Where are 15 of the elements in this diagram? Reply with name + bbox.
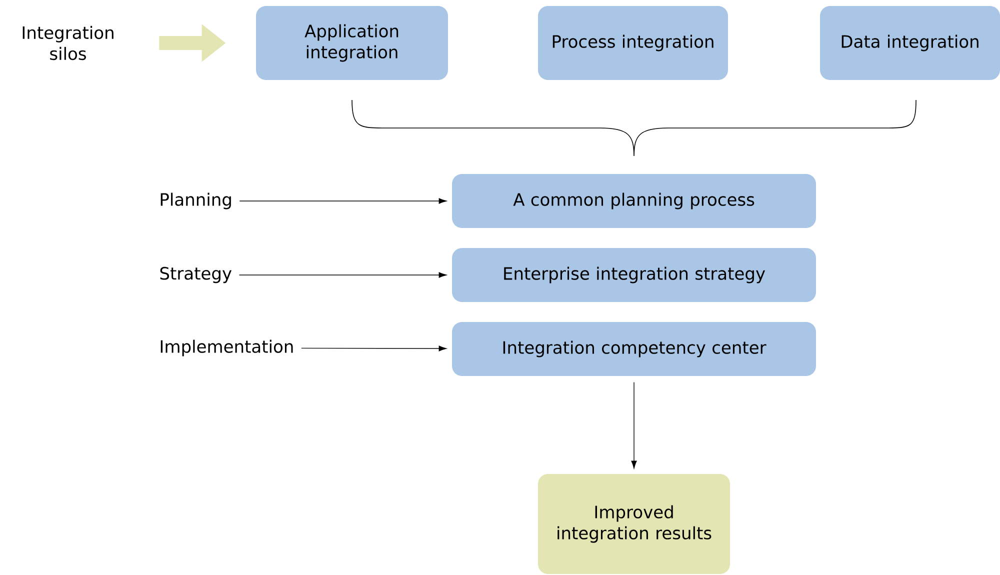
result-box: Improved integration results — [538, 474, 730, 574]
process-box: A common planning process — [452, 174, 816, 228]
arrow — [301, 346, 447, 352]
row-label: Integration silos — [22, 26, 114, 60]
process-box: Data integration — [820, 6, 1000, 80]
process-box: Application integration — [256, 6, 448, 80]
arrow — [631, 382, 637, 469]
row-label: Strategy — [160, 266, 232, 284]
process-box: Process integration — [538, 6, 728, 80]
row-label: Planning — [160, 192, 231, 210]
row-label: Implementation — [160, 340, 293, 356]
process-box: Integration competency center — [452, 322, 816, 376]
process-box: Enterprise integration strategy — [452, 248, 816, 302]
arrow — [238, 272, 447, 278]
arrow — [239, 198, 447, 204]
